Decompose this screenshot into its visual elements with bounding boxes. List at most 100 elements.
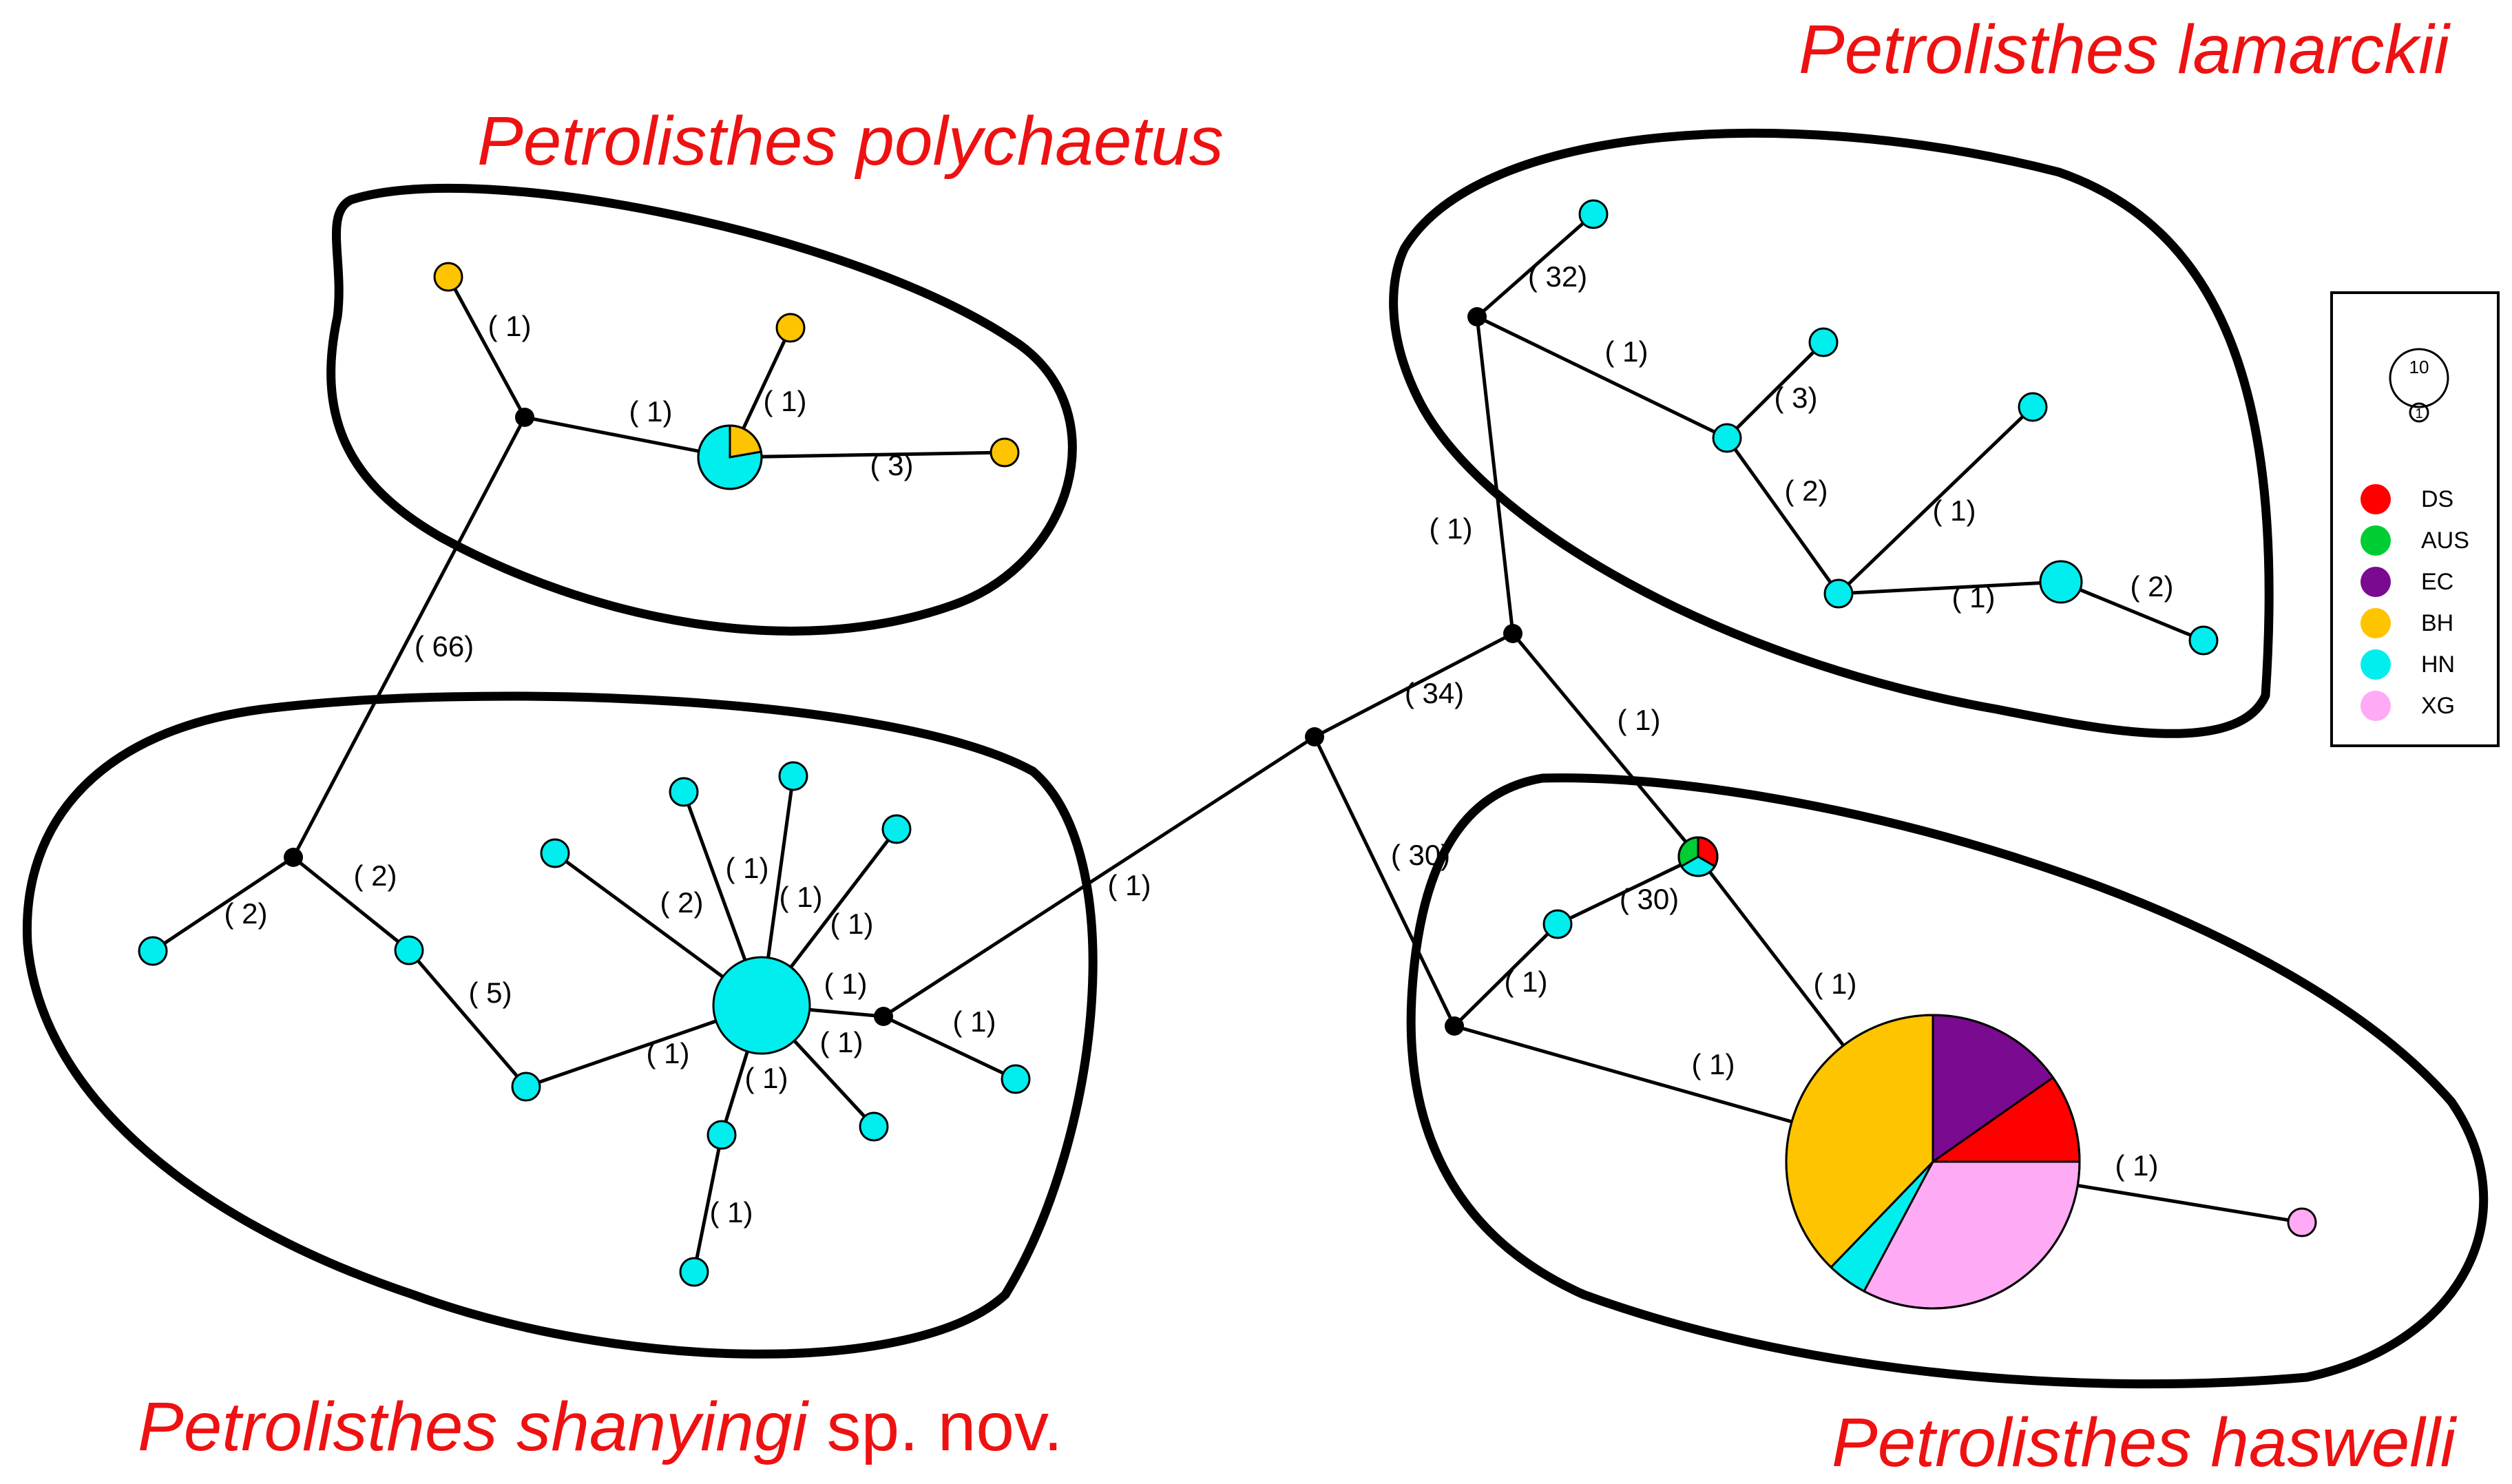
haplotype-pie: [1785, 1014, 2081, 1310]
network-edge: [524, 415, 731, 459]
legend-label: BH: [2421, 609, 2454, 636]
title-shanyingi-name: Petrolisthes shanyingi: [138, 1388, 808, 1465]
scale-label-small: 1: [2415, 406, 2422, 421]
title-shanyingi-suffix: sp. nov.: [807, 1388, 1063, 1465]
haplotype-node: [1578, 199, 1609, 229]
haplotype-pie: [697, 424, 763, 490]
legend: 10 1 DS AUS EC BH HN XG: [2330, 291, 2500, 747]
mutation-count-label: ( 30): [1620, 883, 1679, 915]
pie-outline: [1785, 1014, 2081, 1310]
median-vector: [874, 1007, 893, 1026]
network-edge: [882, 735, 1316, 1018]
haplotype-node: [2018, 392, 2048, 422]
network-edge: [1475, 316, 1515, 634]
mutation-count-label: ( 1): [1814, 968, 1857, 1000]
legend-label: XG: [2421, 692, 2456, 719]
mutation-count-label: ( 1): [647, 1037, 690, 1069]
mutation-count-label: ( 1): [1505, 965, 1548, 998]
haplotype-node: [712, 956, 811, 1055]
mutation-count-label: ( 1): [710, 1196, 753, 1229]
network-edge: [2060, 580, 2204, 642]
legend-item: AUS: [2361, 520, 2469, 561]
scale-label-large: 10: [2409, 357, 2429, 377]
legend-label: AUS: [2421, 527, 2469, 554]
haplotype-node: [540, 838, 570, 868]
title-haswelli: Petrolisthes haswelli: [1832, 1404, 2456, 1481]
mutation-count-label: ( 2): [354, 859, 397, 892]
haplotype-node: [511, 1072, 541, 1102]
haplotype-node: [778, 761, 808, 791]
mutation-count-label: ( 2): [1785, 474, 1828, 507]
haplotype-node: [1823, 578, 1854, 609]
mutation-count-label: ( 34): [1405, 677, 1464, 709]
mutation-count-label: ( 1): [629, 395, 673, 428]
mutation-count-label: ( 1): [1692, 1048, 1735, 1080]
haplotype-node: [394, 935, 424, 965]
legend-label: EC: [2421, 568, 2454, 595]
network-edge: [151, 855, 295, 953]
size-scale: 10 1: [2389, 348, 2449, 423]
mutation-count-label: ( 66): [415, 630, 474, 662]
mutation-count-label: ( 2): [224, 897, 268, 930]
haplotype-node: [706, 1120, 737, 1150]
network-edge: [408, 949, 527, 1088]
haplotype-node: [679, 1257, 709, 1287]
scale-circle-large: [2389, 348, 2449, 408]
haplotype-node: [881, 814, 912, 844]
outline-shanyingi: [22, 691, 1098, 1359]
network-edge: [1838, 580, 2062, 596]
legend-label: HN: [2421, 651, 2456, 678]
legend-swatch: [2361, 525, 2391, 556]
mutation-count-label: ( 1): [1108, 869, 1151, 901]
mutation-count-label: ( 1): [779, 881, 823, 913]
network-edge: [446, 275, 527, 419]
haplotype-node: [859, 1111, 889, 1142]
legend-item: DS: [2361, 479, 2453, 520]
network-edge: [1511, 632, 1699, 858]
pie-outline: [697, 424, 763, 490]
mutation-count-label: ( 2): [660, 886, 704, 919]
legend-swatch: [2361, 649, 2391, 680]
legend-swatch: [2361, 691, 2391, 721]
legend-item: BH: [2361, 603, 2453, 644]
legend-swatch: [2361, 608, 2391, 638]
haplotype-node: [1001, 1064, 1031, 1094]
mutation-count-label: ( 5): [469, 976, 512, 1009]
network-edge: [1476, 213, 1595, 318]
pie-outline: [1677, 836, 1719, 877]
legend-swatch: [2361, 484, 2391, 514]
haplotype-pie: [1677, 836, 1719, 877]
scale-circle-small: [2409, 402, 2429, 423]
network-edge: [1726, 341, 1825, 439]
median-vector: [1305, 727, 1324, 746]
network-edge: [1556, 855, 1699, 926]
legend-label: DS: [2421, 485, 2454, 512]
haplotype-nodes: [138, 199, 2317, 1310]
haplotype-node: [2287, 1207, 2317, 1237]
mutation-count-label: ( 1): [2115, 1149, 2159, 1182]
network-edge: [882, 1014, 1017, 1081]
median-vector: [284, 848, 303, 867]
mutation-count-label: ( 3): [1775, 382, 1818, 414]
network-edge: [1725, 437, 1841, 595]
mutation-count-label: ( 1): [1933, 494, 1976, 527]
mutation-count-label: ( 1): [820, 1026, 864, 1058]
haplotype-node: [669, 777, 699, 807]
legend-item: HN: [2361, 644, 2455, 685]
haplotype-node: [1808, 327, 1839, 357]
mutation-count-label: ( 1): [953, 1005, 996, 1038]
haplotype-node: [1542, 909, 1573, 939]
mutation-count-label: ( 2): [2131, 570, 2174, 603]
outline-polychaetus: [326, 183, 1077, 636]
haplotype-node: [138, 936, 168, 966]
mutation-count-label: ( 1): [726, 852, 769, 884]
legend-swatch: [2361, 567, 2391, 597]
network-edge: [1837, 406, 2034, 595]
mutation-count-label: ( 30): [1391, 839, 1450, 871]
network-edge: [1312, 735, 1456, 1027]
mutation-count-label: ( 1): [745, 1062, 788, 1094]
title-lamarckii: Petrolisthes lamarckii: [1799, 11, 2449, 88]
mutation-count-label: ( 1): [1618, 704, 1661, 736]
title-shanyingi: Petrolisthes shanyingi sp. nov.: [138, 1392, 1063, 1461]
